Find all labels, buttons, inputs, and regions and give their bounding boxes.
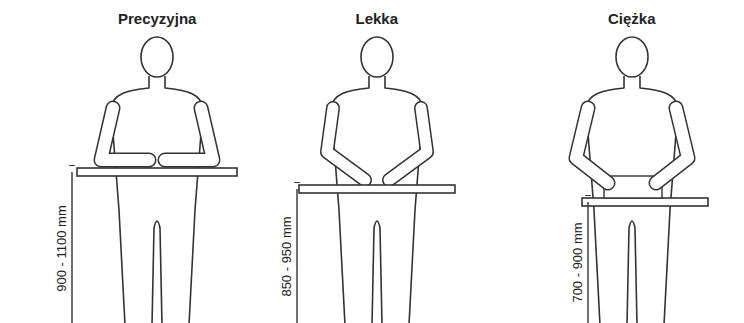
dimension-lines: [72, 172, 588, 323]
height-dimension: 900 - 1100 mm: [54, 205, 69, 291]
work-type-heading: Ciężka: [608, 10, 656, 27]
work-type-heading: Precyzyjna: [118, 10, 196, 27]
height-dimension: 700 - 900 mm: [570, 222, 585, 302]
height-dimension: 850 - 950 mm: [279, 216, 294, 296]
work-type-heading: Lekka: [356, 10, 399, 27]
figure-heavy: [576, 37, 708, 323]
figure-light: [299, 37, 455, 323]
figure-precision: [77, 37, 237, 323]
